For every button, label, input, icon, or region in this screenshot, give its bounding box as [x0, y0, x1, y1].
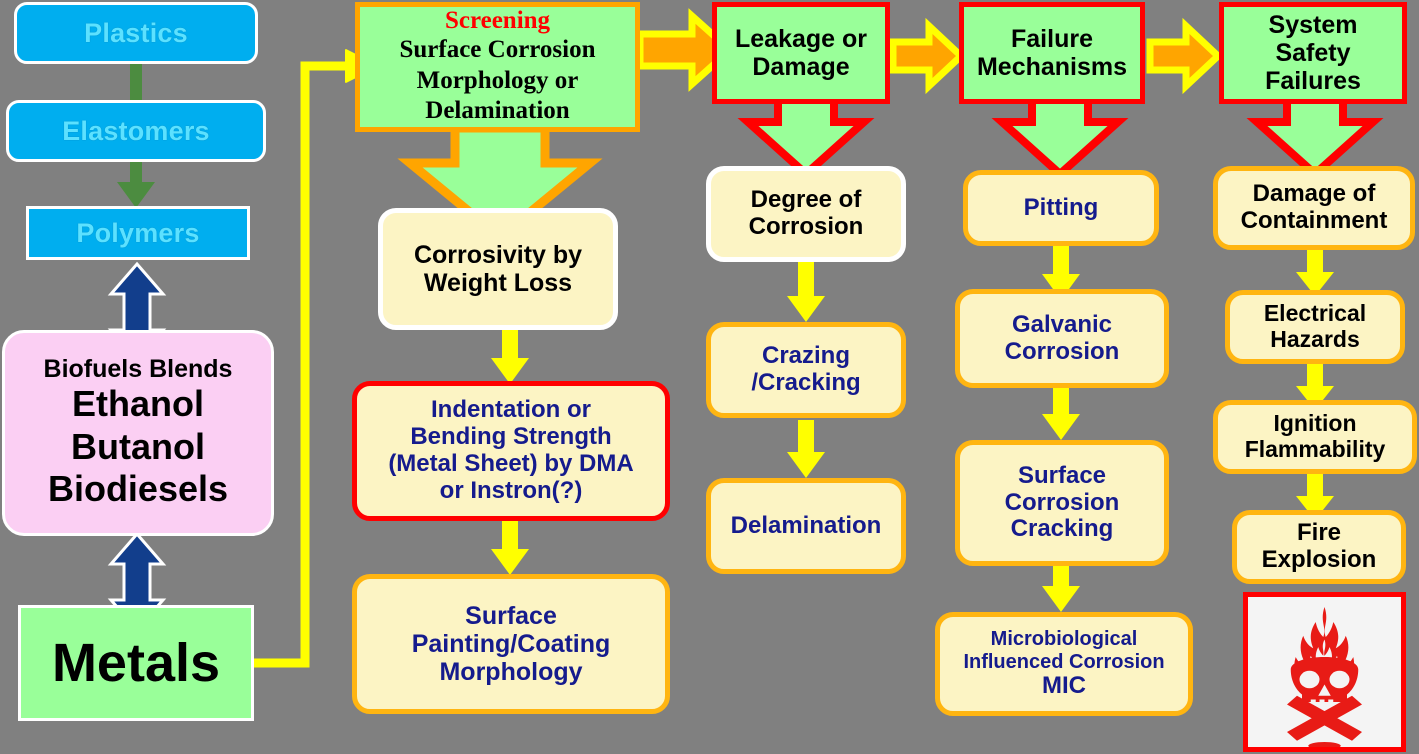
node-biofuels-blends[interactable]: Biofuels Blends Ethanol Butanol Biodiese… [2, 330, 274, 536]
safety-line-3: Failures [1265, 67, 1361, 95]
arrow-corrosivity-to-indentation [491, 330, 529, 384]
node-leakage-or-damage[interactable]: Leakage or Damage [712, 2, 890, 104]
leakage-line-1: Leakage or [734, 25, 867, 53]
node-polymers-label: Polymers [76, 217, 200, 248]
node-pitting[interactable]: Pitting [963, 170, 1159, 246]
arrow-galvanic-to-scc [1042, 388, 1080, 440]
arrow-degree-to-crazing [787, 262, 825, 322]
scc-line-3: Cracking [1010, 515, 1114, 543]
arrow-failure-to-pitting [991, 96, 1129, 180]
flaming-skull-crossbones-hazard-icon [1248, 597, 1401, 750]
screening-line-1: Surface Corrosion [399, 36, 596, 64]
node-system-safety-failures[interactable]: System Safety Failures [1219, 2, 1407, 104]
arrow-leakage-to-degree [737, 96, 875, 180]
arrow-safety-to-containment [1246, 96, 1384, 180]
safety-line-1: System [1268, 11, 1358, 39]
electrical-line-1: Electrical [1263, 300, 1367, 327]
degree-corrosion-line-2: Corrosion [748, 213, 864, 240]
node-electrical-hazards[interactable]: Electrical Hazards [1225, 290, 1405, 364]
indentation-line-4: or Instron(?) [439, 476, 583, 504]
delamination-label: Delamination [730, 511, 882, 539]
arrow-elastomers-to-polymers [117, 160, 155, 208]
scc-line-1: Surface [1017, 461, 1107, 489]
biofuels-item-butanol: Butanol [71, 425, 205, 467]
node-damage-of-containment[interactable]: Damage of Containment [1213, 166, 1415, 250]
node-delamination[interactable]: Delamination [706, 478, 906, 574]
electrical-line-2: Hazards [1270, 326, 1360, 352]
node-metals-label: Metals [51, 632, 221, 693]
node-metals[interactable]: Metals [18, 605, 254, 721]
degree-corrosion-line-1: Degree of [750, 186, 862, 214]
biofuels-heading: Biofuels Blends [43, 355, 233, 384]
containment-line-2: Containment [1240, 207, 1388, 234]
failure-line-2: Mechanisms [976, 53, 1128, 81]
arrow-failure-to-safety [1146, 17, 1224, 95]
surface-painting-line-3: Morphology [439, 658, 583, 686]
biofuels-item-ethanol: Ethanol [72, 383, 204, 425]
fire-line-1: Fire [1296, 519, 1341, 547]
galvanic-line-1: Galvanic [1011, 310, 1113, 338]
node-screening[interactable]: Screening Surface Corrosion Morphology o… [355, 2, 640, 132]
node-plastics-label: Plastics [84, 17, 188, 48]
indentation-line-1: Indentation or [431, 396, 591, 424]
node-surface-corrosion-cracking[interactable]: Surface Corrosion Cracking [955, 440, 1169, 566]
node-corrosivity-weight-loss[interactable]: Corrosivity by Weight Loss [378, 208, 618, 330]
node-plastics[interactable]: Plastics [14, 2, 258, 64]
mic-line-3: MIC [1042, 671, 1086, 699]
corrosivity-line-2: Weight Loss [423, 269, 573, 297]
node-galvanic-corrosion[interactable]: Galvanic Corrosion [955, 289, 1169, 388]
screening-line-2: Morphology or [416, 66, 579, 94]
node-ignition-flammability[interactable]: Ignition Flammability [1213, 400, 1417, 474]
screening-title: Screening [444, 7, 551, 35]
pitting-label: Pitting [1023, 193, 1099, 221]
failure-line-1: Failure [1011, 25, 1093, 53]
node-elastomers[interactable]: Elastomers [6, 100, 266, 162]
indentation-line-2: Bending Strength [410, 423, 612, 451]
corrosivity-line-1: Corrosivity by [413, 241, 583, 269]
arrow-crazing-to-delamination [787, 420, 825, 478]
node-degree-of-corrosion[interactable]: Degree of Corrosion [706, 166, 906, 262]
arrow-indentation-to-surface-painting [491, 521, 529, 575]
arrow-plastics-to-elastomers [130, 62, 142, 104]
scc-line-2: Corrosion [1004, 488, 1120, 516]
node-hazard-pictogram[interactable] [1243, 592, 1406, 752]
galvanic-line-2: Corrosion [1004, 337, 1120, 365]
fire-line-2: Explosion [1261, 546, 1377, 573]
node-elastomers-label: Elastomers [62, 115, 210, 146]
node-microbiological-influenced-corrosion[interactable]: Microbiological Influenced Corrosion MIC [935, 612, 1193, 716]
node-indentation-bending-strength[interactable]: Indentation or Bending Strength (Metal S… [352, 381, 670, 521]
crazing-line-2: /Cracking [751, 369, 861, 396]
surface-painting-line-1: Surface [465, 602, 557, 630]
node-polymers[interactable]: Polymers [26, 206, 250, 260]
containment-line-1: Damage of [1252, 180, 1376, 208]
mic-line-1: Microbiological [990, 628, 1138, 651]
node-fire-explosion[interactable]: Fire Explosion [1232, 510, 1406, 584]
screening-line-3: Delamination [425, 97, 570, 125]
safety-line-2: Safety [1275, 39, 1351, 67]
indentation-line-3: (Metal Sheet) by DMA [388, 450, 634, 477]
node-surface-painting-coating[interactable]: Surface Painting/Coating Morphology [352, 574, 670, 714]
leakage-line-2: Damage [752, 53, 850, 81]
biofuels-item-biodiesels: Biodiesels [47, 468, 229, 510]
arrow-leakage-to-failure [889, 17, 967, 95]
mic-line-2: Influenced Corrosion [963, 650, 1165, 673]
node-failure-mechanisms[interactable]: Failure Mechanisms [959, 2, 1145, 104]
crazing-line-1: Crazing [761, 342, 850, 370]
ignition-line-1: Ignition [1273, 410, 1357, 437]
ignition-line-2: Flammability [1244, 436, 1386, 462]
node-crazing-cracking[interactable]: Crazing /Cracking [706, 322, 906, 418]
surface-painting-line-2: Painting/Coating [411, 630, 611, 658]
